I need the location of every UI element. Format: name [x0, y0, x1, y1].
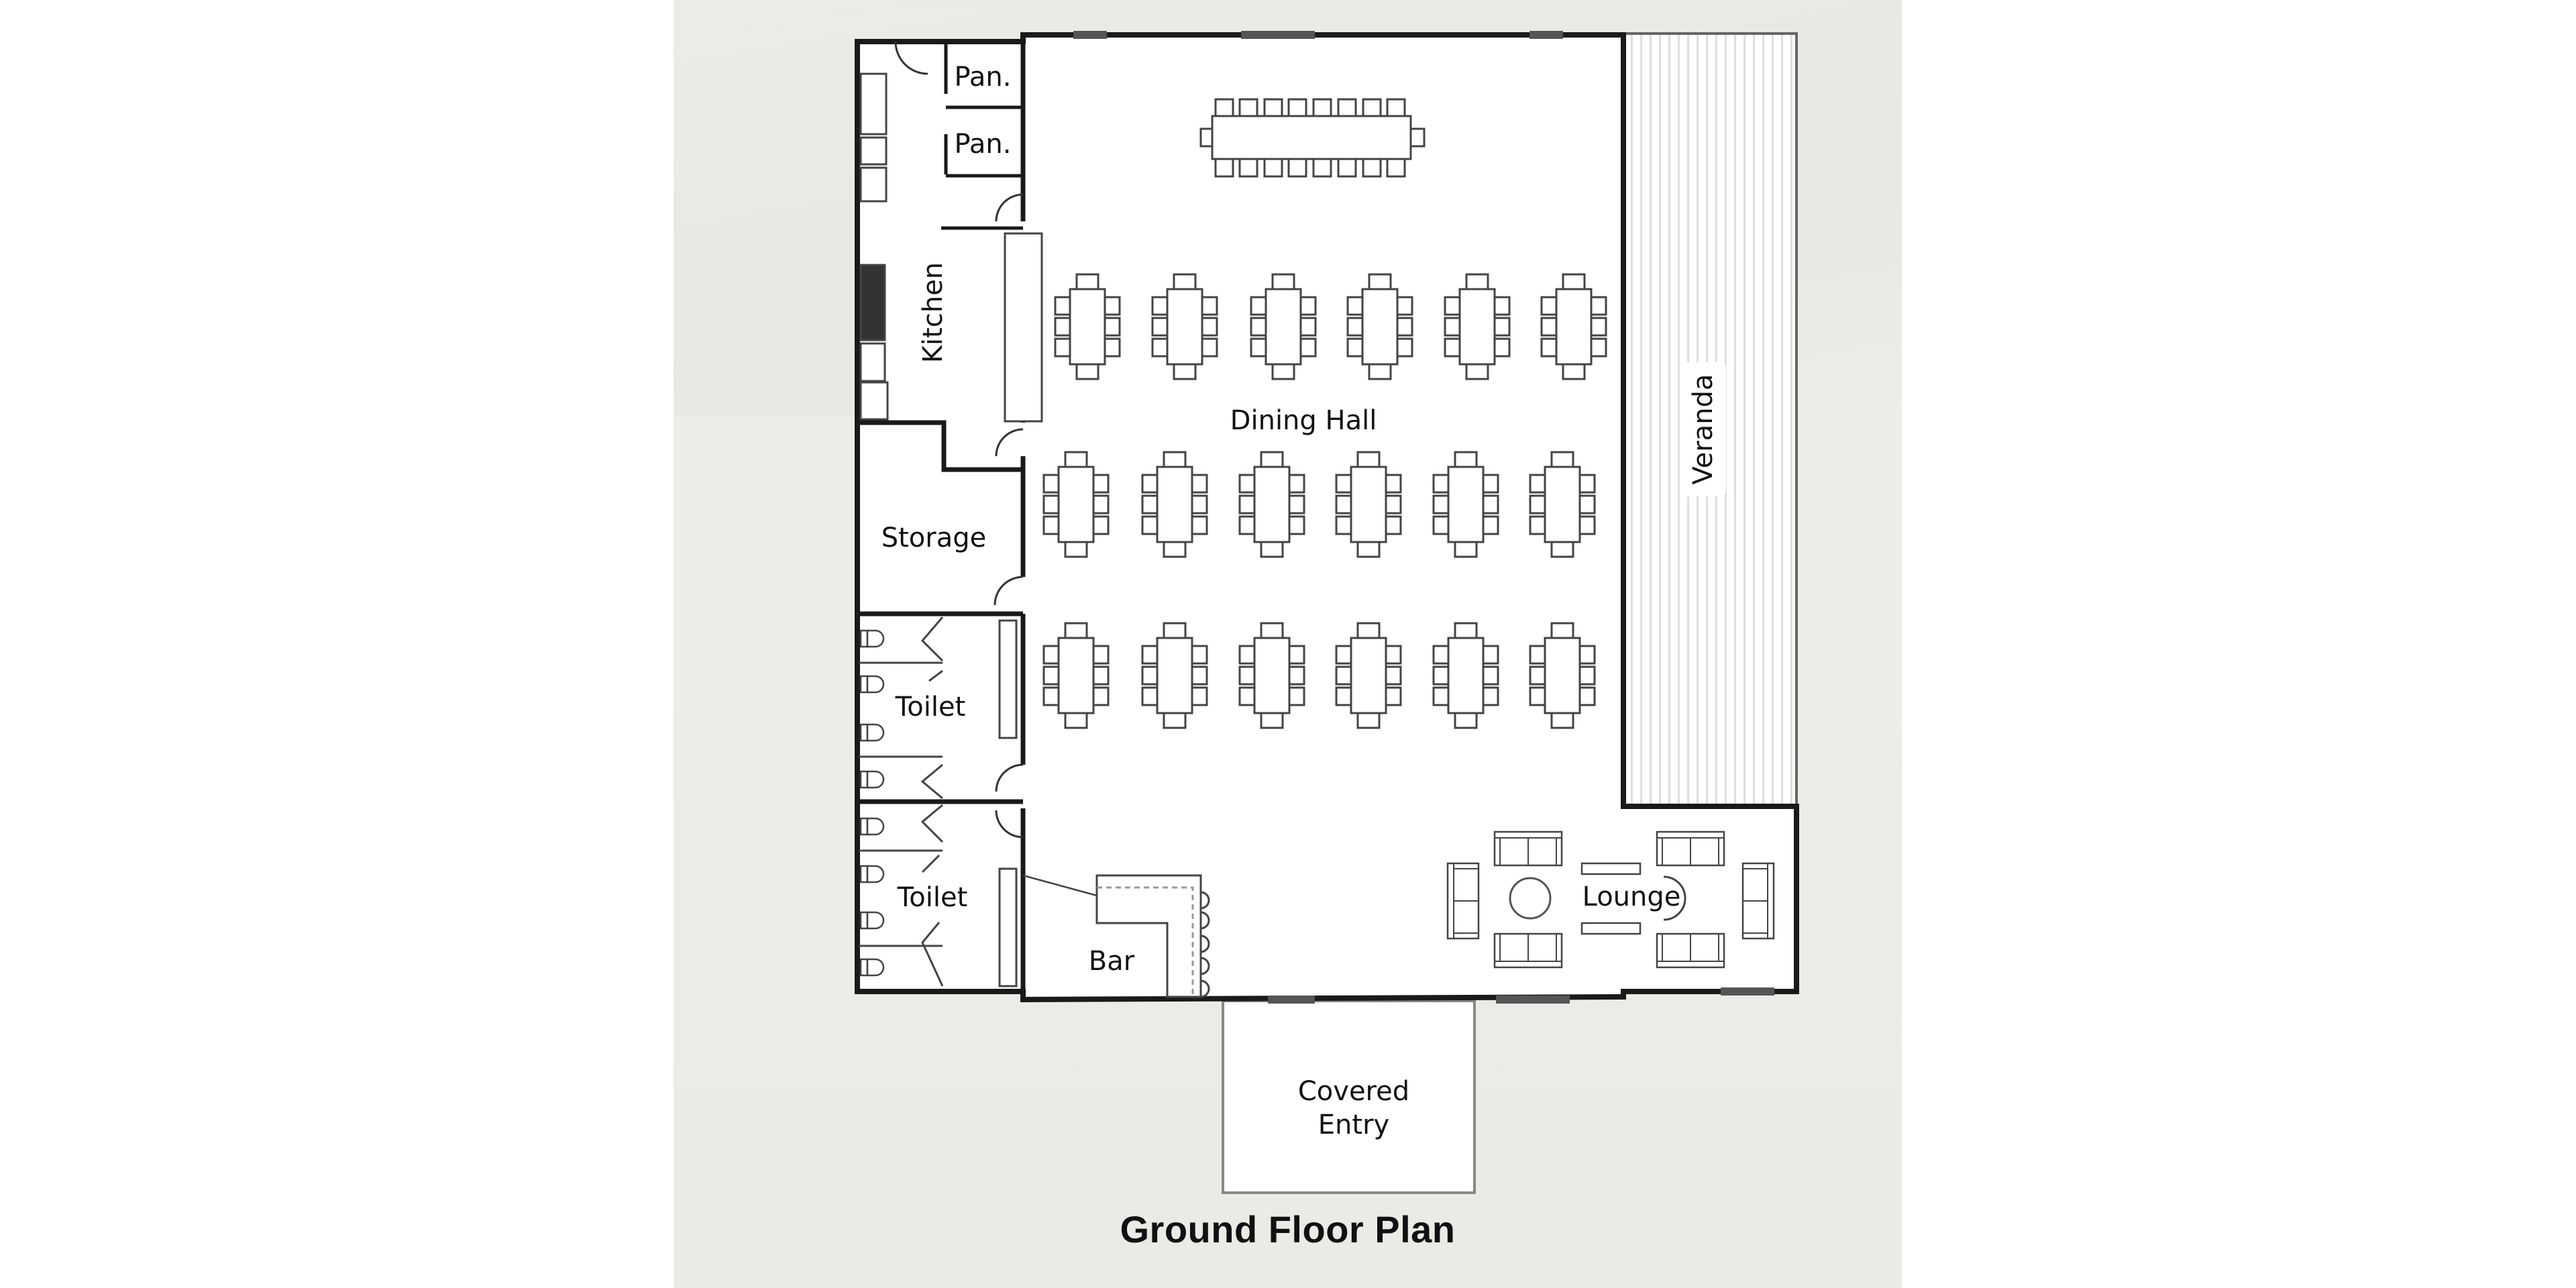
kitchen-fixtures: [859, 72, 1043, 423]
kitchen-label: Kitchen: [918, 262, 949, 363]
lounge-furniture: [1446, 830, 1775, 969]
dining-hall-label: Dining Hall: [1230, 405, 1377, 436]
pantry-2-label: Pan.: [955, 129, 1012, 160]
plan-title: Ground Floor Plan: [1120, 1208, 1456, 1250]
storage-label: Storage: [881, 523, 987, 553]
veranda: Veranda: [1622, 32, 1798, 808]
toilet-2-label: Toilet: [897, 882, 968, 913]
covered-entry-label-line2: Entry: [1318, 1110, 1389, 1140]
windows: [1073, 31, 1774, 1004]
covered-entry-label-line1: Covered: [1298, 1076, 1409, 1107]
exterior-walls: [855, 32, 1799, 1003]
toilet-stalls: [859, 616, 1018, 987]
bar-label: Bar: [1089, 946, 1135, 977]
pantry-1-label: Pan.: [955, 62, 1012, 93]
doors[interactable]: [894, 41, 1024, 839]
bar-counter: [1022, 874, 1210, 998]
room-labels: Pan. Pan. Kitchen Dining Hall Storage To…: [881, 59, 1681, 977]
head-table: [1199, 98, 1426, 178]
toilet-1-label: Toilet: [895, 692, 966, 722]
covered-entry: Covered Entry: [1222, 1000, 1476, 1194]
veranda-label: Veranda: [1688, 374, 1719, 484]
lounge-label: Lounge: [1582, 881, 1681, 912]
